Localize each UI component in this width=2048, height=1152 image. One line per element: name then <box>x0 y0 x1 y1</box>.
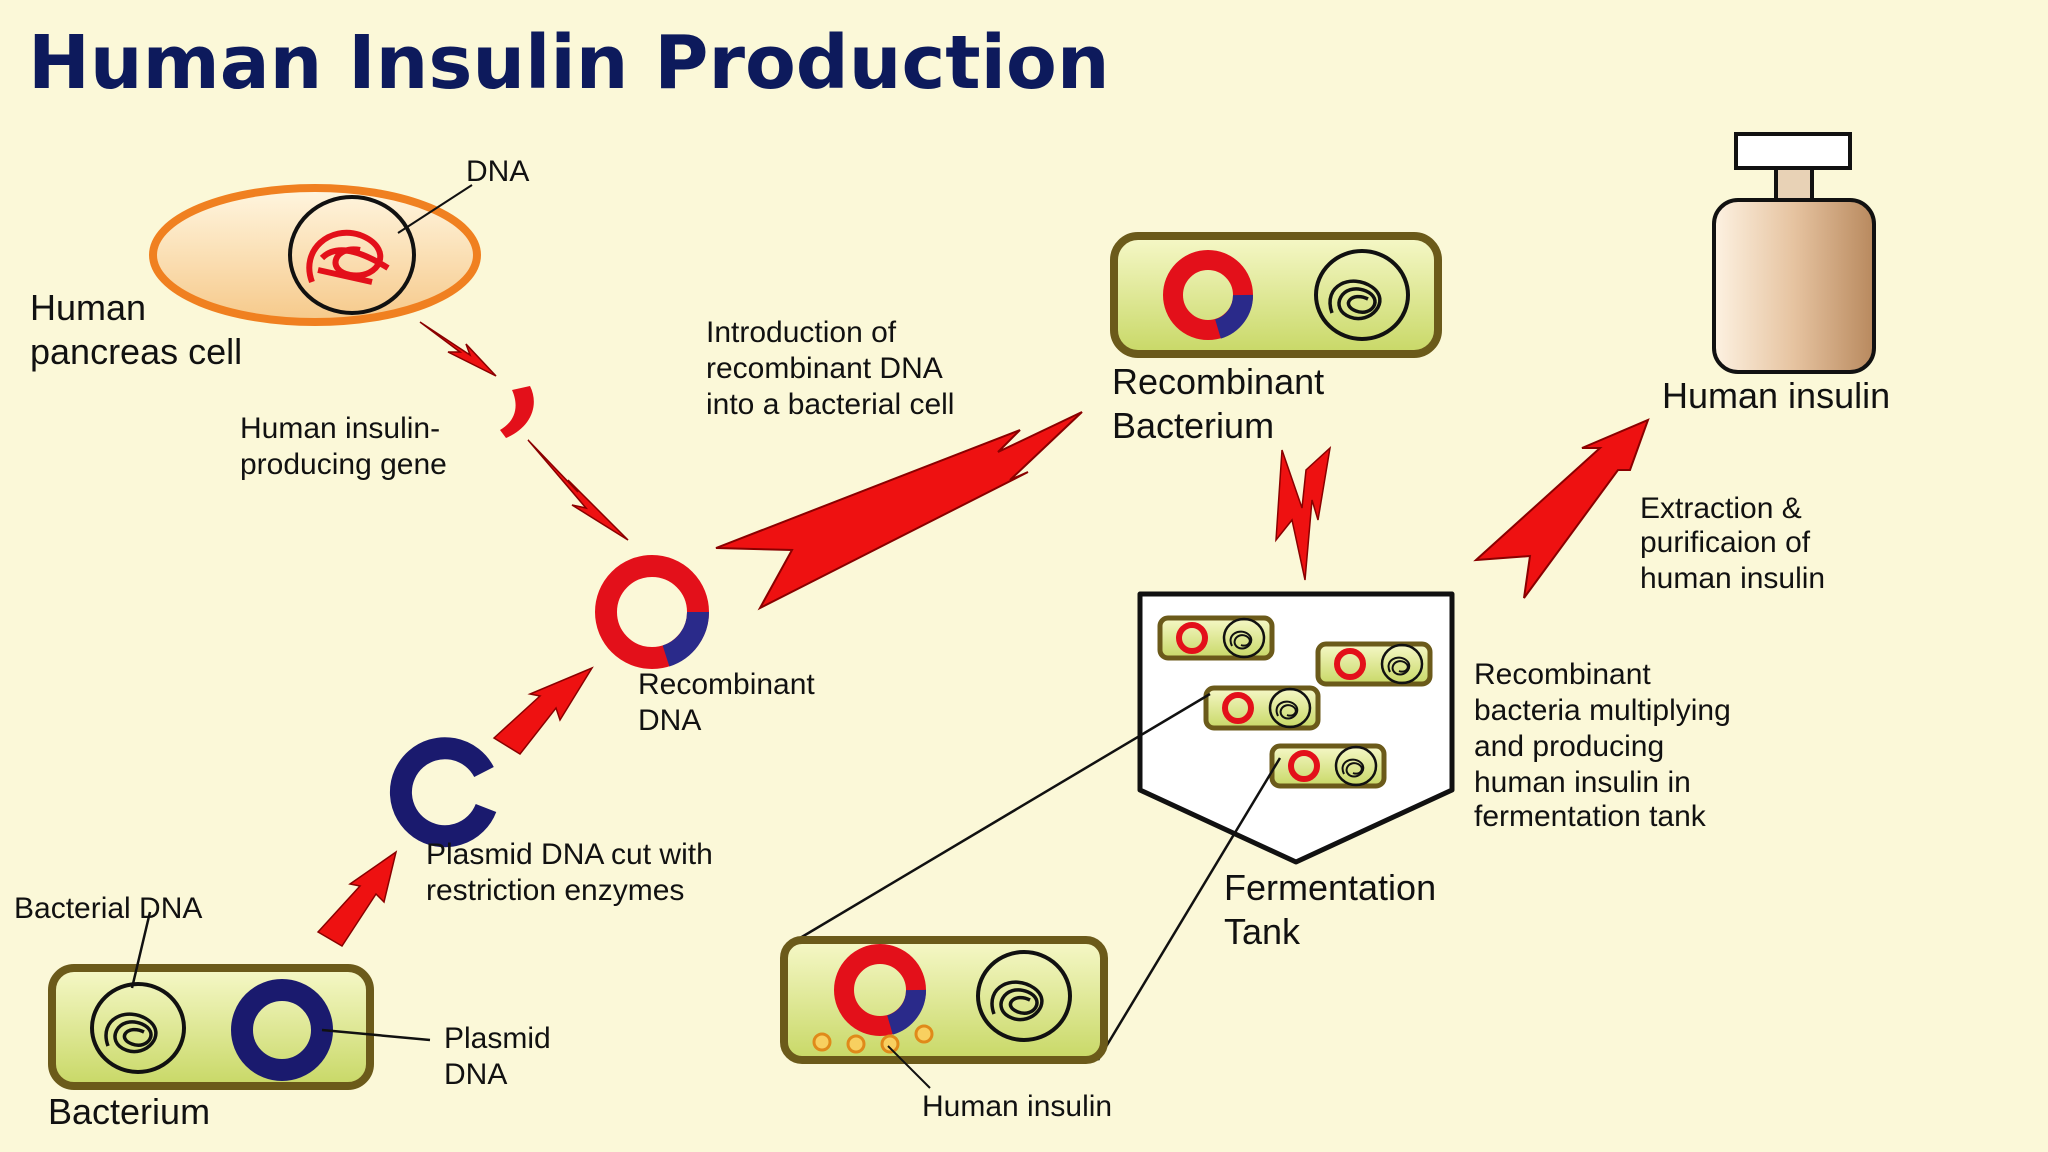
zoom-line <box>789 692 1211 946</box>
bacterium-label: Bacterium <box>48 1091 210 1132</box>
arrow-cell-to-gene <box>419 321 497 377</box>
insulin-gene-fragment <box>500 386 534 438</box>
arrow-bacterium-to-plasmid <box>316 850 398 948</box>
tank-bacterium <box>1203 685 1321 731</box>
insulin-vial-label: Human insulin <box>1662 375 1890 416</box>
plasmid-cut-label: Plasmid DNA cut with restriction enzymes <box>426 838 721 907</box>
recombinant-bacterium <box>1110 232 1442 358</box>
arrow-extraction <box>1473 418 1650 599</box>
extraction-label: Extraction & purificaion of human insuli… <box>1640 492 1825 595</box>
pancreas-cell <box>149 184 481 326</box>
cut-plasmid <box>389 737 497 848</box>
insulin-molecule <box>880 1034 900 1054</box>
insulin-molecule <box>914 1024 934 1044</box>
arrow-plasmid-to-recombinant <box>492 666 594 755</box>
human-insulin-bottom-label: Human insulin <box>922 1090 1112 1123</box>
page-title: Human Insulin Production <box>28 20 1110 106</box>
enlarged-bacterium <box>780 936 1108 1064</box>
recombinant-dna-label: Recombinant DNA <box>638 668 823 737</box>
insulin-vial-icon <box>1712 132 1876 374</box>
bacterial-dna-label: Bacterial DNA <box>14 892 202 925</box>
pancreas-cell-label: Human pancreas cell <box>30 287 242 372</box>
insulin-molecule <box>812 1032 832 1052</box>
insulin-pointer-line <box>887 1045 931 1089</box>
dna-label: DNA <box>466 155 529 188</box>
tank-bacterium <box>1157 615 1275 661</box>
bacterium <box>48 964 374 1090</box>
tank-bacterium <box>1315 641 1433 687</box>
insulin-molecule <box>846 1034 866 1054</box>
fermentation-tank-label: Fermentation Tank <box>1224 867 1446 952</box>
arrow-bacterium-to-tank <box>1275 445 1332 581</box>
insulin-gene-label: Human insulin- producing gene <box>240 412 448 481</box>
arrow-introduction <box>715 411 1083 611</box>
fermentation-tank <box>1137 591 1455 865</box>
recombinant-bacterium-label: Recombinant Bacterium <box>1112 361 1334 446</box>
introduction-label: Introduction of recombinant DNA into a b… <box>706 316 954 421</box>
multiplying-label: Recombinant bacteria multiplying and pro… <box>1474 658 1739 833</box>
recombinant-dna-ring <box>595 555 710 669</box>
plasmid-dna-label: Plasmid DNA <box>444 1022 559 1091</box>
zoom-line <box>1096 757 1282 1061</box>
plasmid-pointer-line <box>321 1028 431 1042</box>
bacterial-dna-pointer-line <box>130 911 152 989</box>
dna-pointer-line <box>397 184 473 234</box>
arrow-gene-to-recombinant-dna <box>527 439 629 541</box>
tank-bacterium <box>1269 743 1387 789</box>
